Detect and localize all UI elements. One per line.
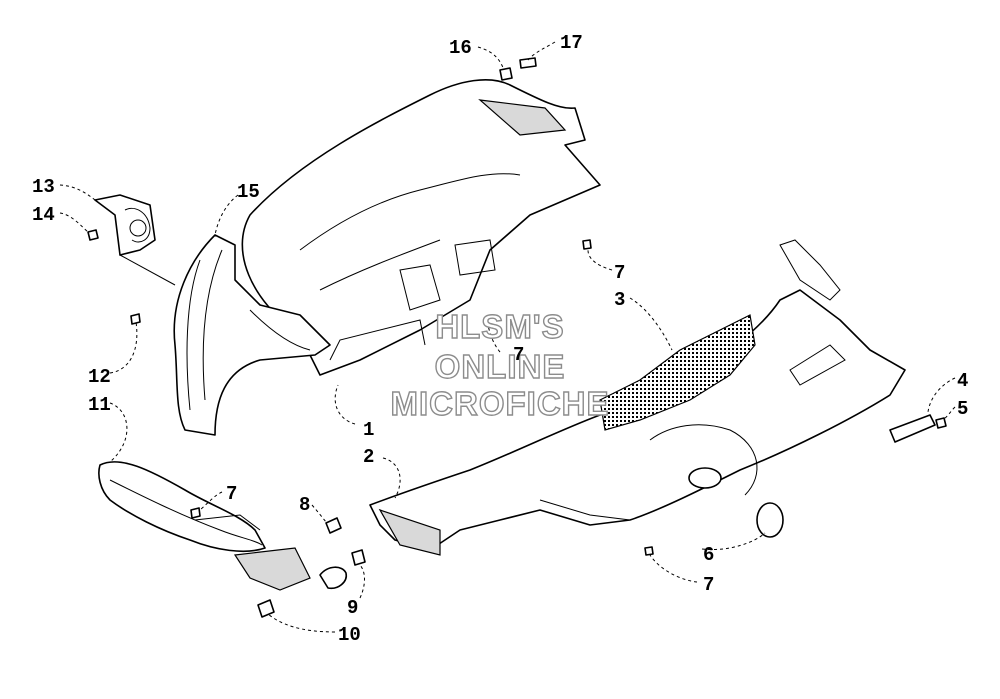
callout-10: 10 <box>338 624 361 646</box>
nut-9 <box>351 549 366 566</box>
screw-7-left <box>190 507 201 519</box>
bolt-10 <box>257 599 275 618</box>
callout-7-bottom: 7 <box>703 574 714 596</box>
watermark-line-2: ONLINE <box>435 348 566 385</box>
callout-8: 8 <box>299 494 310 516</box>
callout-1: 1 <box>363 419 374 441</box>
front-bumper <box>98 461 311 591</box>
leader-lines <box>59 41 956 633</box>
screw-17 <box>519 57 537 69</box>
callout-14: 14 <box>32 204 55 226</box>
callout-16: 16 <box>449 37 472 59</box>
fasteners <box>87 57 947 618</box>
watermark: HLSM'S ONLINE MICROFICHE <box>390 307 610 422</box>
callout-6: 6 <box>703 544 714 566</box>
screw-7-bottom <box>644 546 654 556</box>
cover-disc <box>756 502 784 538</box>
belly-pan <box>369 239 906 556</box>
mount-housing <box>94 194 176 286</box>
callout-3: 3 <box>614 289 625 311</box>
screw-14 <box>87 229 99 241</box>
callout-9: 9 <box>347 597 358 619</box>
callout-labels: 1 2 3 4 5 6 7 7 7 7 8 9 10 11 12 13 14 1… <box>32 32 968 646</box>
callout-7-center: 7 <box>513 344 524 366</box>
callout-2: 2 <box>363 446 374 468</box>
washer-16 <box>499 67 513 81</box>
screw-12 <box>130 313 141 325</box>
callout-4: 4 <box>957 370 968 392</box>
vent-plate <box>889 414 936 443</box>
callout-5: 5 <box>957 398 968 420</box>
grommet-9 <box>319 566 348 590</box>
callout-7-left: 7 <box>226 483 237 505</box>
callout-11: 11 <box>88 394 111 416</box>
callout-15: 15 <box>237 181 260 203</box>
screw-7-top <box>582 239 592 250</box>
watermark-line-3: MICROFICHE <box>391 385 610 422</box>
callout-17: 17 <box>560 32 583 54</box>
clip-8 <box>325 517 342 534</box>
watermark-line-1: HLSM'S <box>435 308 564 345</box>
hood-panel <box>241 79 601 376</box>
frame-bracket <box>173 234 331 436</box>
callout-12: 12 <box>88 366 111 388</box>
callout-13: 13 <box>32 176 55 198</box>
callout-7-top: 7 <box>614 262 625 284</box>
rivet-5 <box>935 417 947 429</box>
